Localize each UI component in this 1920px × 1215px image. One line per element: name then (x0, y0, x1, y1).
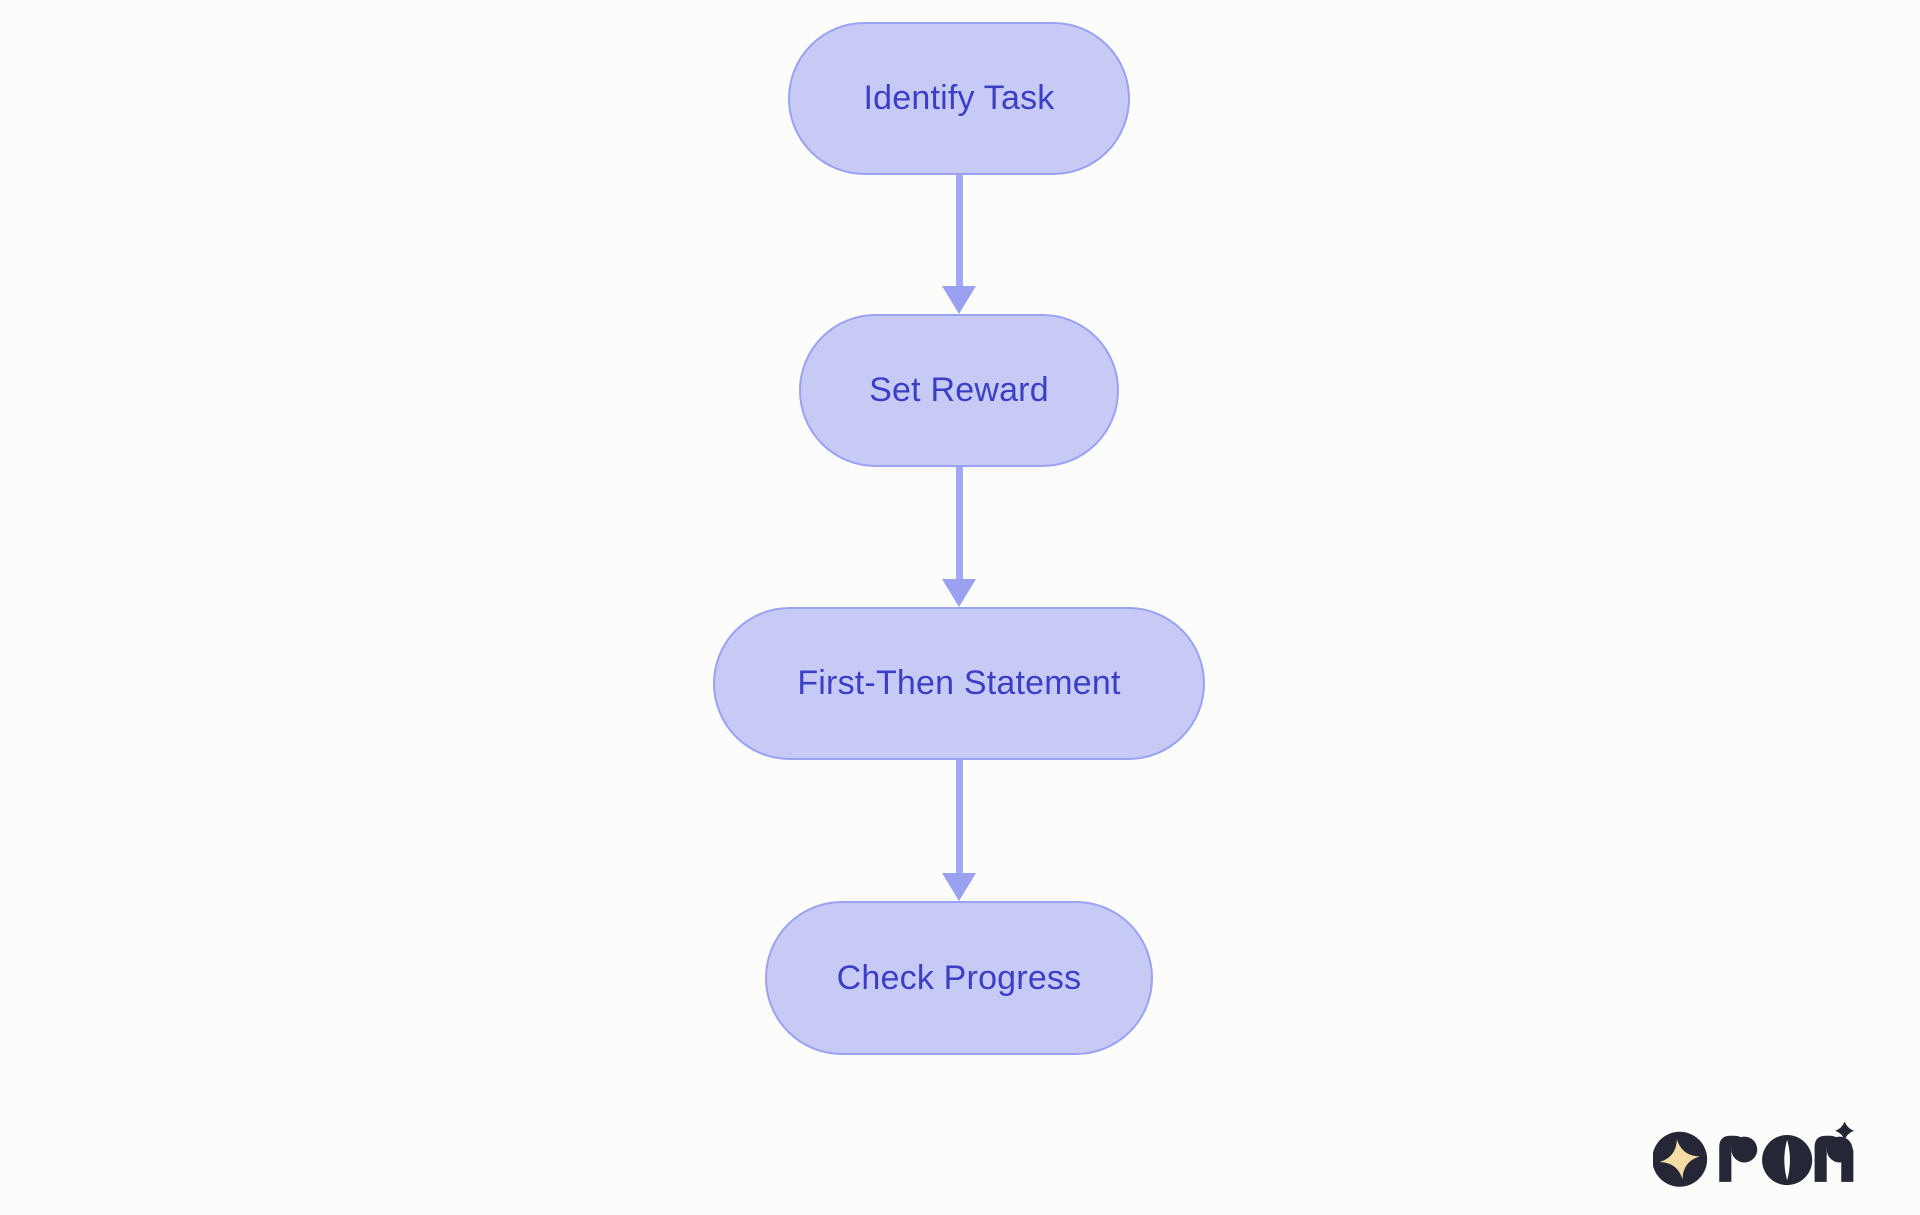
arrow-shaft (955, 175, 963, 286)
flow-arrow-2 (942, 467, 976, 607)
rori-wordmark (1719, 1122, 1855, 1186)
flow-node-label: First-Then Statement (797, 664, 1121, 702)
arrow-shaft (955, 760, 963, 873)
flow-node-check-progress: Check Progress (765, 901, 1153, 1055)
arrow-head-icon (942, 286, 976, 314)
sparkle-circle-icon (1653, 1131, 1708, 1187)
flow-node-identify-task: Identify Task (788, 22, 1130, 175)
arrow-head-icon (942, 873, 976, 901)
sparkle-icon (1835, 1122, 1855, 1141)
rori-logo: rori (1653, 1122, 1855, 1190)
flow-node-label: Set Reward (869, 371, 1049, 409)
flow-node-first-then-statement: First-Then Statement (713, 607, 1205, 760)
rori-logo-svg (1653, 1122, 1855, 1187)
arrow-shaft (955, 467, 963, 579)
logo-text: rori (1653, 1190, 1654, 1191)
arrow-head-icon (942, 579, 976, 607)
flow-arrow-3 (942, 760, 976, 901)
flow-node-label: Check Progress (836, 958, 1082, 997)
flow-arrow-1 (942, 175, 976, 314)
flow-node-label: Identify Task (863, 79, 1055, 117)
flow-node-set-reward: Set Reward (799, 314, 1119, 467)
